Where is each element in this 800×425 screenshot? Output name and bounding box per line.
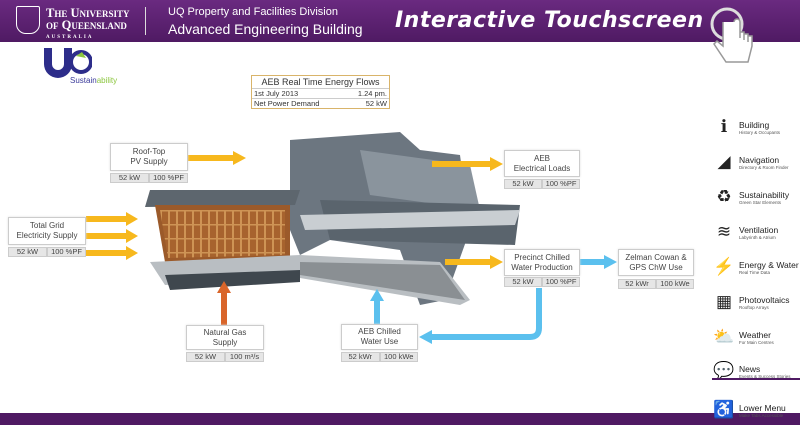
summary-title: AEB Real Time Energy Flows xyxy=(261,77,380,87)
time: 1.24 pm. xyxy=(357,89,387,98)
menu-item-subtitle: Real Time Data xyxy=(739,269,771,275)
uq-sustainability-logo xyxy=(44,48,92,78)
news-icon: 💬 xyxy=(713,361,735,380)
menu-item-label: Building xyxy=(739,119,770,130)
menu-item-label: Ventilation xyxy=(739,224,779,235)
menu-item-label: Energy & Water xyxy=(739,259,799,270)
header-divider xyxy=(145,7,146,35)
menu-item-subtitle: Make Tabs Accessible xyxy=(739,412,784,418)
menu-item-label: Sustainability xyxy=(739,189,790,200)
summary-row-demand: Net Power Demand 52 kW xyxy=(252,98,389,108)
menu-item-subtitle: For Main Centres xyxy=(739,339,774,345)
demand-value: 52 kW xyxy=(365,99,387,108)
arrow-chilled-to-building xyxy=(370,289,384,324)
division-name: UQ Property and Facilities Division xyxy=(168,6,338,18)
electricity-arrows xyxy=(86,151,503,269)
photovoltaics-icon: ▦ xyxy=(715,292,733,311)
sustainability-label: Sustainability xyxy=(70,76,118,85)
menu-item-label: Photovoltaics xyxy=(739,294,790,305)
arrow-grid-2 xyxy=(86,229,138,243)
menu-item-label: News xyxy=(739,363,761,374)
menu-item-label: Lower Menu xyxy=(739,402,786,413)
menu-item-subtitle: Rooftop Arrays xyxy=(739,304,769,310)
water-arrows xyxy=(370,255,617,344)
menu-item-subtitle: Labyrinth & Atrium xyxy=(739,234,776,240)
menu-item-subtitle: Events & Success Stories xyxy=(739,373,791,379)
date: 1st July 2013 xyxy=(254,89,299,98)
navigation-icon: ◢ xyxy=(717,152,731,171)
pipe-precinct-to-chilled xyxy=(430,288,542,340)
energy-summary-table: AEB Real Time Energy Flows 1st July 2013… xyxy=(251,75,390,109)
app-title: Interactive Touchscreen xyxy=(395,8,704,33)
arrow-rooftop xyxy=(188,151,246,165)
arrow-grid-1 xyxy=(86,212,138,226)
menu-item-subtitle: Directory & Room Finder xyxy=(739,164,789,170)
menu-item-subtitle: History & Occupants xyxy=(739,129,781,135)
demand-label: Net Power Demand xyxy=(254,99,320,108)
arrow-loads xyxy=(432,157,503,171)
ventilation-icon: ≋ xyxy=(716,222,732,241)
touch-hand-icon xyxy=(710,7,753,63)
energy-water-icon: ⚡ xyxy=(713,257,735,276)
arrow-zelman xyxy=(580,255,617,269)
arrow-gas xyxy=(217,281,231,325)
summary-row-date: 1st July 2013 1.24 pm. xyxy=(252,88,389,98)
menu-item-label: Navigation xyxy=(739,154,780,165)
menu-divider xyxy=(712,378,800,380)
arrow-grid-3 xyxy=(86,246,138,260)
accessibility-icon: ♿ xyxy=(713,400,735,419)
sustainability-icon: ♻ xyxy=(716,187,732,206)
building-illustration xyxy=(145,132,520,305)
building-name: Advanced Engineering Building xyxy=(168,21,363,37)
menu-item-subtitle: Green Star Elements xyxy=(739,199,782,205)
footer-bar xyxy=(0,413,800,425)
menu-item-label: Weather xyxy=(739,329,771,340)
uq-crest-icon xyxy=(16,6,40,34)
arrow-precinct xyxy=(445,255,503,269)
zelman-cowan-box[interactable]: Zelman Cowan &GPS ChW Use xyxy=(618,249,694,276)
weather-icon: ⛅ xyxy=(713,327,735,346)
building-icon: ℹ xyxy=(720,117,728,136)
